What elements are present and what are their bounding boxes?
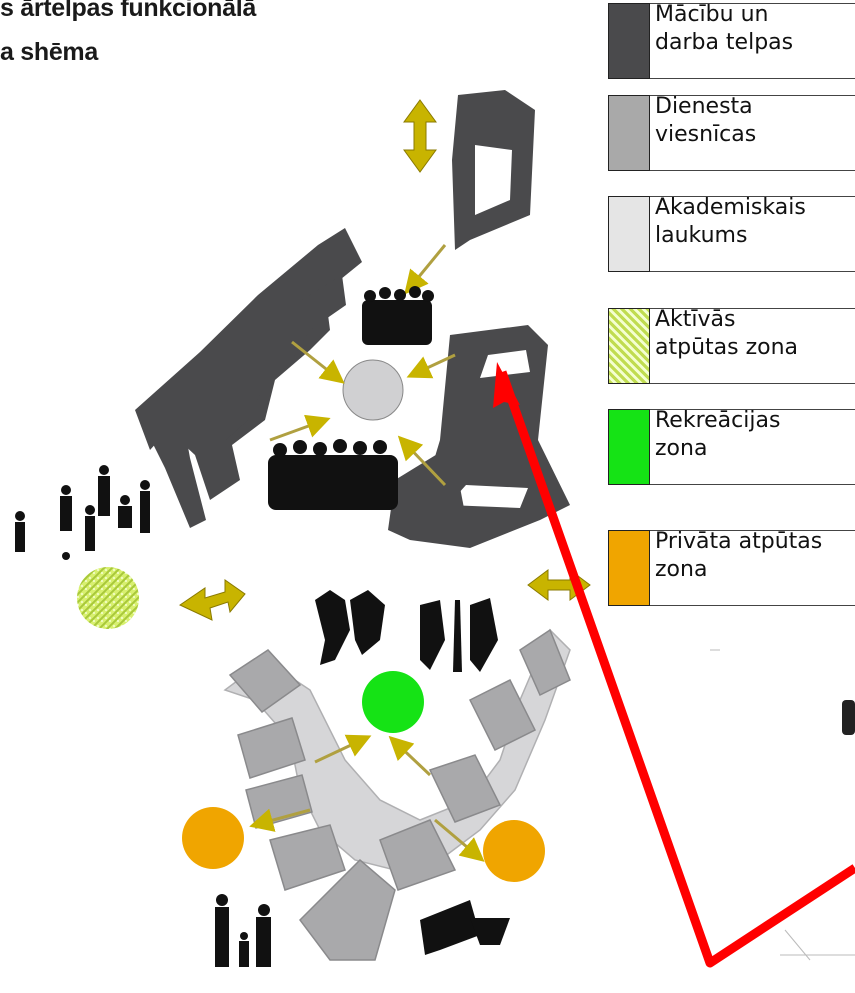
dormitory-buildings [223,628,571,961]
legend-swatch-recreation [608,409,650,485]
private-rest-circle-west [182,807,244,869]
annotation-pointer-line [497,370,855,968]
sports-silhouette-icon-left [15,465,150,560]
legend-item-private-rest: Privāta atpūtas zona [608,529,855,606]
legend-item-active-recreation: Aktīvās atpūtas zona [608,307,855,384]
legend-swatch-dormitories [608,95,650,171]
double-arrow-west [178,579,246,621]
legend-label-private-rest: Privāta atpūtas zona [655,529,823,582]
background-linework [710,649,855,961]
private-rest-circle-southeast [483,820,545,882]
reading-person-icon [420,900,510,955]
sports-silhouette-icon-center [315,590,498,672]
diagram-title-line-2: a shēma [0,38,98,66]
diagram-title-line-1: s ārtelpas funkcionālā [0,0,256,22]
legend-label-academic-square: Akademiskais laukums [655,195,806,248]
annotation-pointer-arrowhead [493,362,520,408]
building-east-lower [388,445,470,540]
building-north-tall [452,90,535,250]
people-silhouette-icon-middle [268,439,398,510]
building-central-inner [140,392,206,528]
legend-swatch-study-work-rooms [608,3,650,79]
legend-label-dormitories: Dienesta viesnīcas [655,94,757,147]
arrow-southeast-to-group [397,435,447,487]
legend-swatch-active-recreation [608,308,650,384]
double-arrow-vertical [403,99,437,173]
people-silhouette-icon-top [362,286,434,345]
arrow-to-private-east [434,818,485,862]
recreation-circle [362,671,424,733]
legend-label-active-recreation: Aktīvās atpūtas zona [655,307,799,360]
legend-swatch-academic-square [608,196,650,272]
legend-item-recreation: Rekreācijas zona [608,408,855,485]
arrow-east-to-square [406,353,456,379]
study-work-buildings [135,90,570,548]
legend-swatch-private-rest [608,530,650,606]
arrow-north-to-group [404,244,447,295]
family-silhouette-icon [215,894,271,967]
building-middle-zigzag [222,275,346,440]
partial-glyph-edge [842,700,855,735]
directional-arrows [249,244,485,862]
legend-item-dormitories: Dienesta viesnīcas [608,94,855,171]
arrow-to-recreation-west [314,734,372,764]
arrow-to-recreation-east [388,735,432,777]
academic-square-circle [342,359,404,421]
legend-item-academic-square: Akademiskais laukums [608,195,855,272]
arrow-to-private-west [249,808,311,832]
arrow-west-to-square [291,340,345,384]
legend-label-recreation: Rekreācijas zona [655,408,781,461]
active-recreation-circle [77,567,139,629]
arrow-southwest-to-square [269,414,331,442]
legend-label-study-work-rooms: Mācību un darba telpas [655,2,794,55]
legend-item-study-work-rooms: Mācību un darba telpas [608,2,855,79]
